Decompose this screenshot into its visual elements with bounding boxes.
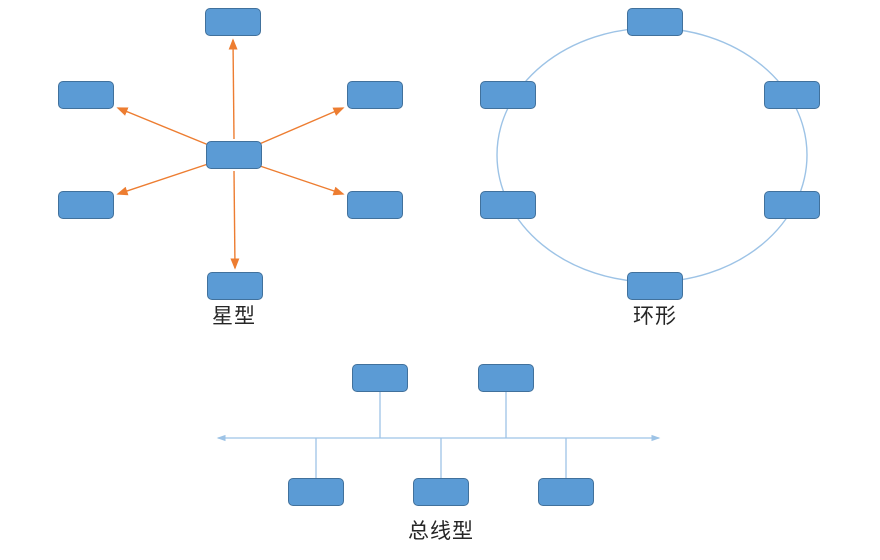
ring-node-lower-left: [480, 191, 536, 219]
bus-node-top-1: [352, 364, 408, 392]
bus-label: 总线型: [408, 519, 474, 543]
ring-node-bottom: [627, 272, 683, 300]
star-node-bottom: [207, 272, 263, 300]
star-arrow-lower-left: [116, 162, 212, 196]
star-arrow-top: [228, 38, 238, 140]
star-node-lower-left: [58, 191, 114, 219]
star-node-upper-left: [58, 81, 114, 109]
ring-node-lower-right: [764, 191, 820, 219]
ring-circle: [496, 27, 808, 283]
bus-lines: [216, 392, 661, 478]
star-arrow-bottom: [230, 170, 240, 270]
star-node-upper-right: [347, 81, 403, 109]
ring-node-top: [627, 8, 683, 36]
star-arrow-upper-right: [256, 107, 345, 146]
star-center-node: [206, 141, 262, 169]
ring-node-upper-right: [764, 81, 820, 109]
star-node-lower-right: [347, 191, 403, 219]
ring-node-upper-left: [480, 81, 536, 109]
bus-node-bottom-3: [538, 478, 594, 506]
bus-node-top-2: [478, 364, 534, 392]
bus-node-bottom-2: [413, 478, 469, 506]
bus-node-bottom-1: [288, 478, 344, 506]
ring-label: 环形: [633, 304, 677, 328]
star-arrow-upper-left: [116, 107, 212, 147]
star-arrow-lower-right: [256, 164, 345, 196]
star-node-top: [205, 8, 261, 36]
star-label: 星型: [212, 304, 256, 328]
